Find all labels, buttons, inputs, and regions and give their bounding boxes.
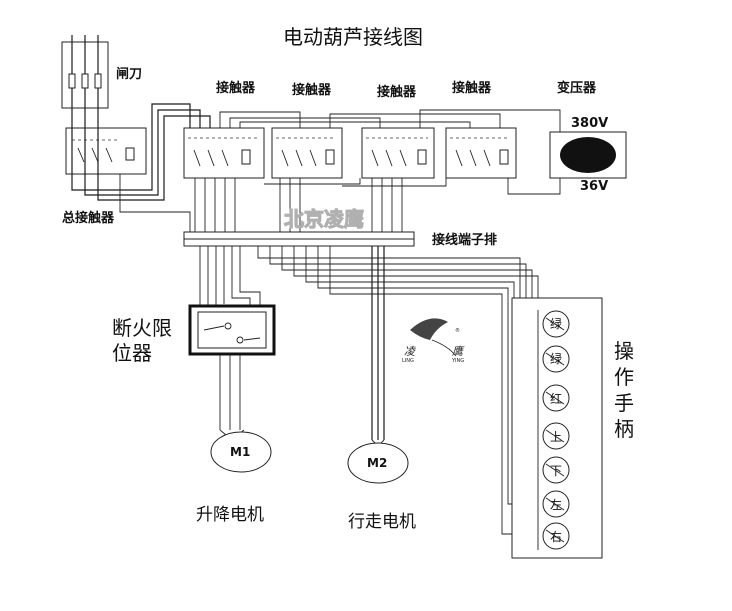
- top-wiring: [71, 103, 561, 232]
- control-handle-label-4: 柄: [614, 417, 634, 441]
- knife-switch: [61, 35, 109, 112]
- main-contactor: [65, 127, 147, 175]
- logo-right-char: 鹰: [452, 345, 465, 358]
- button-red: 红: [542, 384, 570, 412]
- logo-right-en: YING: [451, 358, 464, 364]
- svg-text:上: 上: [550, 430, 562, 444]
- motor-m2-id: M2: [367, 456, 387, 470]
- lower-wiring: [199, 246, 540, 535]
- svg-text:红: 红: [550, 391, 562, 406]
- voltage-380v-label: 380V: [571, 116, 608, 131]
- main-contactor-label: 总接触器: [62, 210, 115, 226]
- svg-text:绿: 绿: [550, 351, 562, 366]
- button-left: 左: [542, 490, 570, 518]
- voltage-36v-label: 36V: [580, 179, 608, 194]
- knife-switch-label: 闸刀: [116, 66, 142, 82]
- terminal-strip: [183, 231, 415, 247]
- button-green-1: 绿: [542, 310, 570, 338]
- watermark-text: 北京凌鹰: [284, 207, 364, 231]
- contactor-4: [445, 127, 517, 179]
- button-right: 右: [542, 522, 570, 550]
- limiter-label-line2: 位器: [112, 341, 152, 365]
- motor-m2-caption: 行走电机: [348, 512, 416, 532]
- logo-registered-mark: ®: [455, 327, 460, 334]
- limiter-label-line1: 断火限: [112, 316, 172, 340]
- terminal-strip-label: 接线端子排: [432, 232, 497, 248]
- contactor-2: [271, 127, 343, 179]
- motor-m1-id: M1: [230, 445, 250, 459]
- logo: 凌 鹰 LING YING ®: [402, 318, 465, 364]
- diagram-title: 电动葫芦接线图: [283, 25, 423, 49]
- contactor-label-1: 接触器: [216, 80, 256, 96]
- logo-left-char: 凌: [404, 345, 416, 358]
- control-handle-label-3: 手: [614, 391, 634, 415]
- transformer-label: 变压器: [557, 80, 597, 96]
- logo-left-en: LING: [402, 358, 414, 364]
- motor-m2: M2: [347, 442, 409, 484]
- lift-motor-wiring: [219, 354, 245, 441]
- button-down: 下: [542, 456, 570, 484]
- svg-text:左: 左: [550, 497, 562, 512]
- contactor-label-4: 接触器: [452, 80, 492, 96]
- contactor-label-2: 接触器: [292, 82, 332, 98]
- motor-m1-caption: 升降电机: [196, 505, 264, 525]
- contactor-3: [361, 127, 435, 179]
- contactor-1: [183, 127, 265, 179]
- control-handle-label-2: 作: [614, 365, 634, 389]
- transformer: [549, 131, 627, 179]
- button-up: 上: [542, 422, 570, 450]
- control-handle-label-1: 操: [614, 339, 634, 363]
- svg-text:绿: 绿: [550, 316, 562, 331]
- contactor-label-3: 接触器: [377, 84, 417, 100]
- svg-text:下: 下: [550, 464, 562, 478]
- motor-m1: M1: [210, 431, 272, 473]
- svg-text:右: 右: [550, 529, 562, 544]
- limit-switch: [188, 304, 276, 356]
- button-green-2: 绿: [542, 345, 570, 373]
